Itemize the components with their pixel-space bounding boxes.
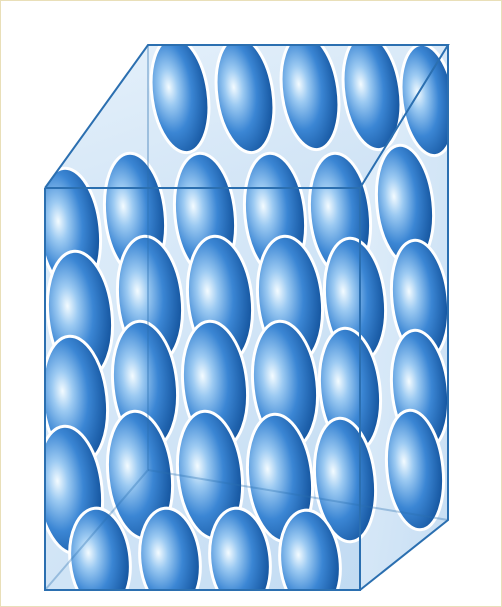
packed-ellipsoids-cube-diagram [0, 0, 502, 607]
